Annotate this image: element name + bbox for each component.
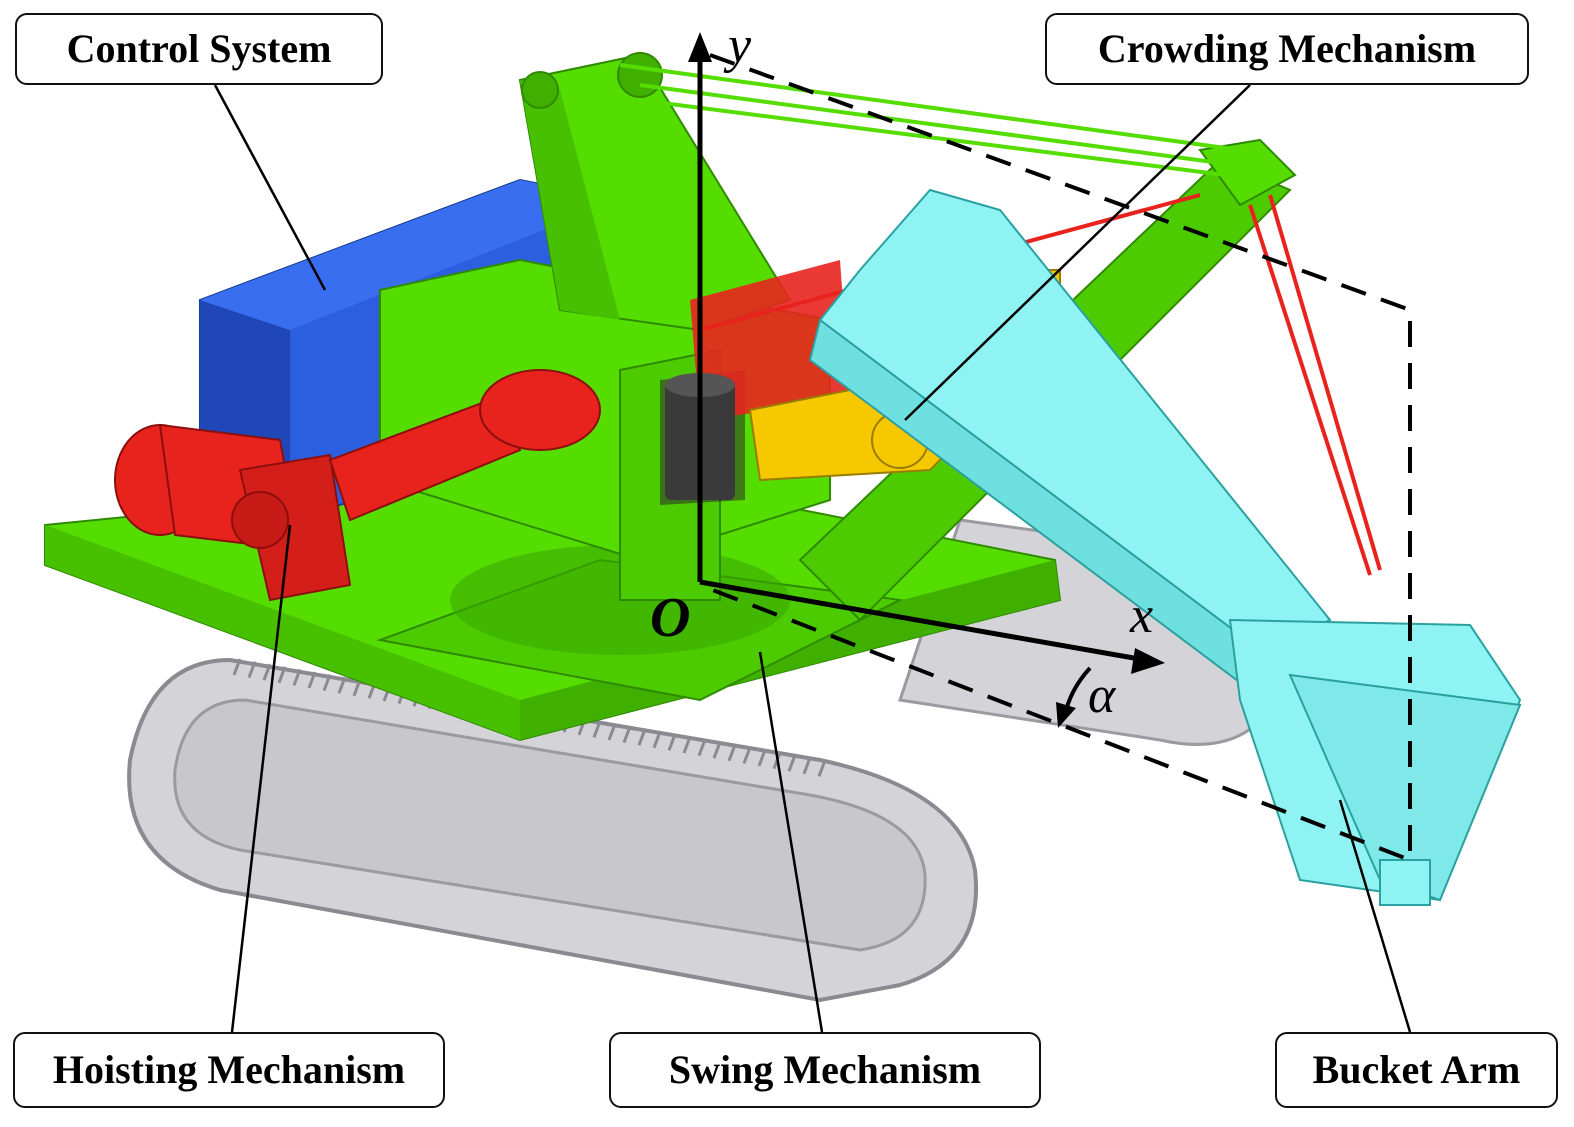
angle-alpha-label: α [1088, 667, 1116, 724]
bucket-arm-parts [808, 188, 1522, 906]
hoisting-mechanism-label: Hoisting Mechanism [13, 1032, 445, 1108]
origin-label: O [650, 587, 691, 649]
bucket-arm-label: Bucket Arm [1275, 1032, 1558, 1108]
control-system-label: Control System [15, 13, 383, 85]
swing-mechanism-label: Swing Mechanism [609, 1032, 1041, 1108]
crawler-track-front [127, 657, 978, 1003]
x-axis-label: x [1130, 587, 1154, 644]
crowding-mechanism-label: Crowding Mechanism [1045, 13, 1529, 85]
hoisting-mechanism-parts [114, 260, 850, 602]
coordinate-axes [688, 32, 1165, 728]
leader-lines [213, 84, 1412, 1033]
y-axis-label: y [728, 17, 752, 74]
pendant-cables [599, 63, 1241, 177]
reference-plane [699, 53, 1412, 863]
